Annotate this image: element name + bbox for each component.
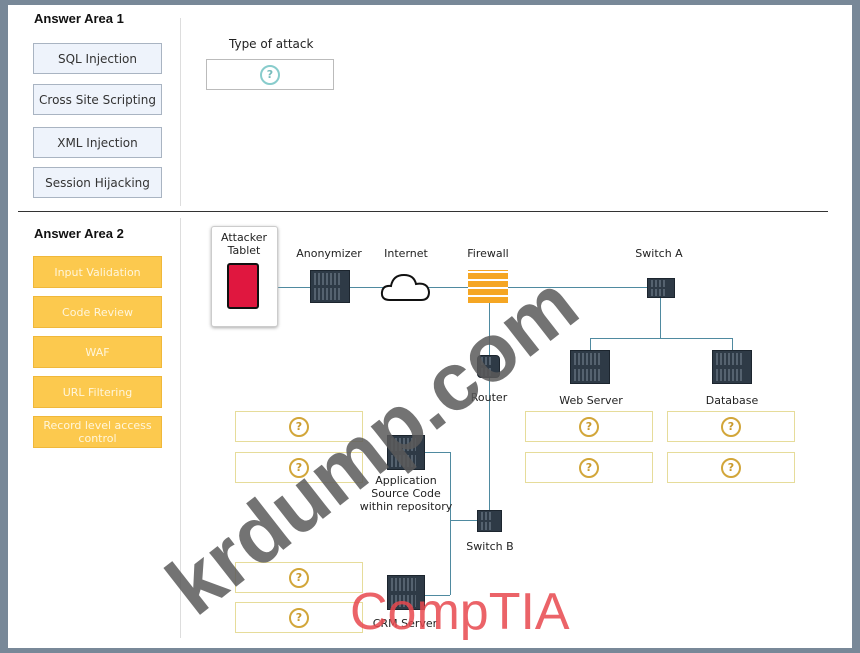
crm-server-icon	[387, 575, 425, 610]
link	[732, 338, 733, 350]
option-xss[interactable]: Cross Site Scripting	[33, 84, 162, 115]
section-divider	[18, 211, 828, 212]
crm-server-label: CRM Server	[372, 617, 438, 630]
question-icon: ?	[721, 457, 741, 478]
switch-b-label: Switch B	[466, 540, 514, 553]
app-server-label: Application Source Code within repositor…	[359, 474, 453, 513]
question-icon: ?	[289, 607, 309, 628]
app-server-icon	[387, 435, 425, 470]
answer-area-2-title: Answer Area 2	[34, 226, 124, 241]
drop-target[interactable]: ?	[667, 452, 795, 483]
link	[450, 520, 478, 521]
link	[590, 338, 732, 339]
link	[489, 303, 490, 510]
switch-b-icon	[477, 510, 502, 532]
drop-target[interactable]: ?	[235, 411, 363, 442]
link	[425, 595, 450, 596]
drop-target[interactable]: ?	[235, 562, 363, 593]
link	[277, 287, 647, 288]
question-icon: ?	[721, 416, 741, 437]
option-record-level-access[interactable]: Record level access control	[33, 416, 162, 448]
link	[425, 452, 450, 453]
option-session-hijacking[interactable]: Session Hijacking	[33, 167, 162, 198]
question-icon: ?	[260, 64, 280, 85]
question-icon: ?	[579, 416, 599, 437]
router-label: Router	[470, 391, 508, 404]
web-server-icon	[570, 350, 610, 384]
divider	[180, 18, 181, 206]
drop-target[interactable]: ?	[525, 452, 653, 483]
drop-target[interactable]: ?	[235, 452, 363, 483]
switch-a-label: Switch A	[635, 247, 683, 260]
database-label: Database	[705, 394, 759, 407]
attacker-label: Attacker Tablet	[220, 231, 267, 257]
internet-label: Internet	[384, 247, 428, 260]
router-icon	[477, 355, 500, 378]
firewall-icon	[468, 270, 508, 303]
question-icon: ?	[579, 457, 599, 478]
tablet-icon	[227, 263, 259, 309]
option-input-validation[interactable]: Input Validation	[33, 256, 162, 288]
switch-a-icon	[647, 278, 675, 298]
anonymizer-server-icon	[310, 270, 350, 303]
question-icon: ?	[289, 416, 309, 437]
option-sql-injection[interactable]: SQL Injection	[33, 43, 162, 74]
drop-target[interactable]: ?	[667, 411, 795, 442]
option-xml-injection[interactable]: XML Injection	[33, 127, 162, 158]
type-of-attack-label: Type of attack	[229, 37, 314, 51]
web-server-label: Web Server	[559, 394, 623, 407]
option-waf[interactable]: WAF	[33, 336, 162, 368]
comptia-logo: CompTIA	[350, 583, 570, 641]
option-url-filtering[interactable]: URL Filtering	[33, 376, 162, 408]
link	[660, 298, 661, 338]
question-icon: ?	[289, 457, 309, 478]
question-icon: ?	[289, 567, 309, 588]
drop-target[interactable]: ?	[525, 411, 653, 442]
link	[450, 452, 451, 595]
drop-target[interactable]: ?	[235, 602, 363, 633]
anonymizer-label: Anonymizer	[296, 247, 362, 260]
answer-area-1-title: Answer Area 1	[34, 11, 124, 26]
type-of-attack-drop[interactable]: ?	[206, 59, 334, 90]
firewall-label: Firewall	[467, 247, 509, 260]
database-server-icon	[712, 350, 752, 384]
link	[590, 338, 591, 350]
cloud-icon	[380, 273, 431, 301]
option-code-review[interactable]: Code Review	[33, 296, 162, 328]
divider	[180, 218, 181, 638]
